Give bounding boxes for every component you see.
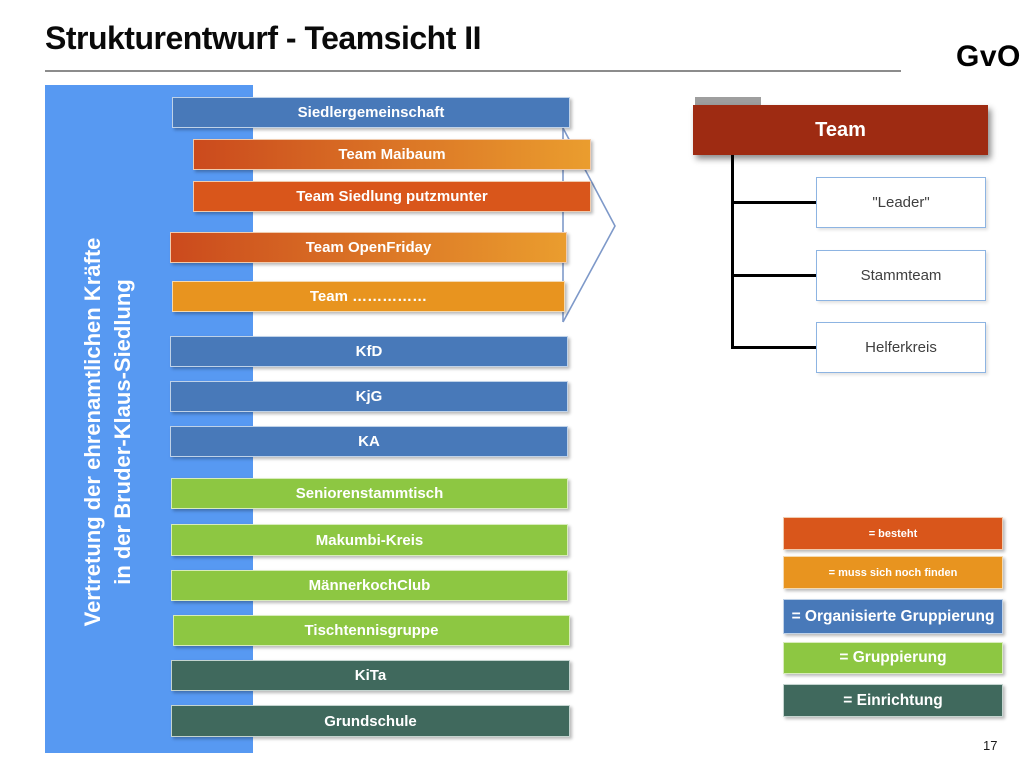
team-connector-hline [731,346,817,349]
bar-siedlergemeinschaft: Siedlergemeinschaft [172,97,570,128]
legend-label: = muss sich noch finden [828,566,958,579]
bar-männerkochclub: MännerkochClub [171,570,568,601]
bar-label: Seniorenstammtisch [295,485,444,502]
team-child-label: Helferkreis [865,339,937,356]
left-panel-line2: in der Bruder-Klaus-Siedlung [110,279,135,585]
legend-label: = Organisierte Gruppierung [791,607,995,625]
bar-label: MännerkochClub [308,577,431,594]
team-root-label: Team [815,118,866,141]
bar-team-maibaum: Team Maibaum [193,139,591,170]
team-child-label: Stammteam [860,267,942,284]
bar-label: Makumbi-Kreis [315,531,424,549]
bar-team: Team …………… [172,281,565,312]
legend-label: = Einrichtung [843,691,943,709]
team-connector-hline [731,274,817,277]
legend-organisierte-gruppierung: = Organisierte Gruppierung [783,599,1003,634]
gvo-logo: GvO [956,40,1021,73]
team-root-box: Team [693,105,988,155]
bar-tischtennisgruppe: Tischtennisgruppe [173,615,570,646]
bar-seniorenstammtisch: Seniorenstammtisch [171,478,568,509]
left-panel-line1: Vertretung der ehrenamtlichen Kräfte [80,237,105,627]
bar-label: Team …………… [309,288,428,305]
bar-label: Team OpenFriday [305,239,432,256]
legend-muss-sich-noch-finden: = muss sich noch finden [783,556,1003,589]
team-connector-vline [731,155,734,349]
team-child-label: "Leader" [872,194,930,211]
legend-label: = Gruppierung [839,649,947,666]
legend-gruppierung: = Gruppierung [783,642,1003,674]
bar-kita: KiTa [171,660,570,691]
bar-grundschule: Grundschule [171,705,570,737]
bar-ka: KA [170,426,568,457]
page-title: Strukturentwurf - Teamsicht II [45,20,482,56]
page-number: 17 [983,738,998,753]
bar-makumbi-kreis: Makumbi-Kreis [171,524,568,556]
bar-kfd: KfD [170,336,568,367]
bar-label: KiTa [354,667,387,684]
bar-label: Team Maibaum [338,146,446,163]
bar-label: Team Siedlung putzmunter [296,188,488,205]
title-rule [45,70,901,72]
bar-kjg: KjG [170,381,568,412]
legend-besteht: = besteht [783,517,1003,550]
team-connector-hline [731,201,817,204]
legend-einrichtung: = Einrichtung [783,684,1003,717]
bar-label: KA [358,433,380,450]
bar-label: Siedlergemeinschaft [297,104,445,121]
bar-label: Grundschule [324,712,417,730]
left-panel-label: Vertretung der ehrenamtlichen Kräfte in … [78,98,138,766]
team-child-box-stammteam: Stammteam [816,250,986,301]
bar-team-siedlung-putzmunter: Team Siedlung putzmunter [193,181,591,212]
team-child-box-leader: "Leader" [816,177,986,228]
bar-label: Tischtennisgruppe [304,622,439,639]
bar-label: KjG [355,388,383,405]
bar-label: KfD [355,343,383,360]
bar-team-openfriday: Team OpenFriday [170,232,567,263]
team-child-box-helferkreis: Helferkreis [816,322,986,373]
legend-label: = besteht [868,527,918,540]
